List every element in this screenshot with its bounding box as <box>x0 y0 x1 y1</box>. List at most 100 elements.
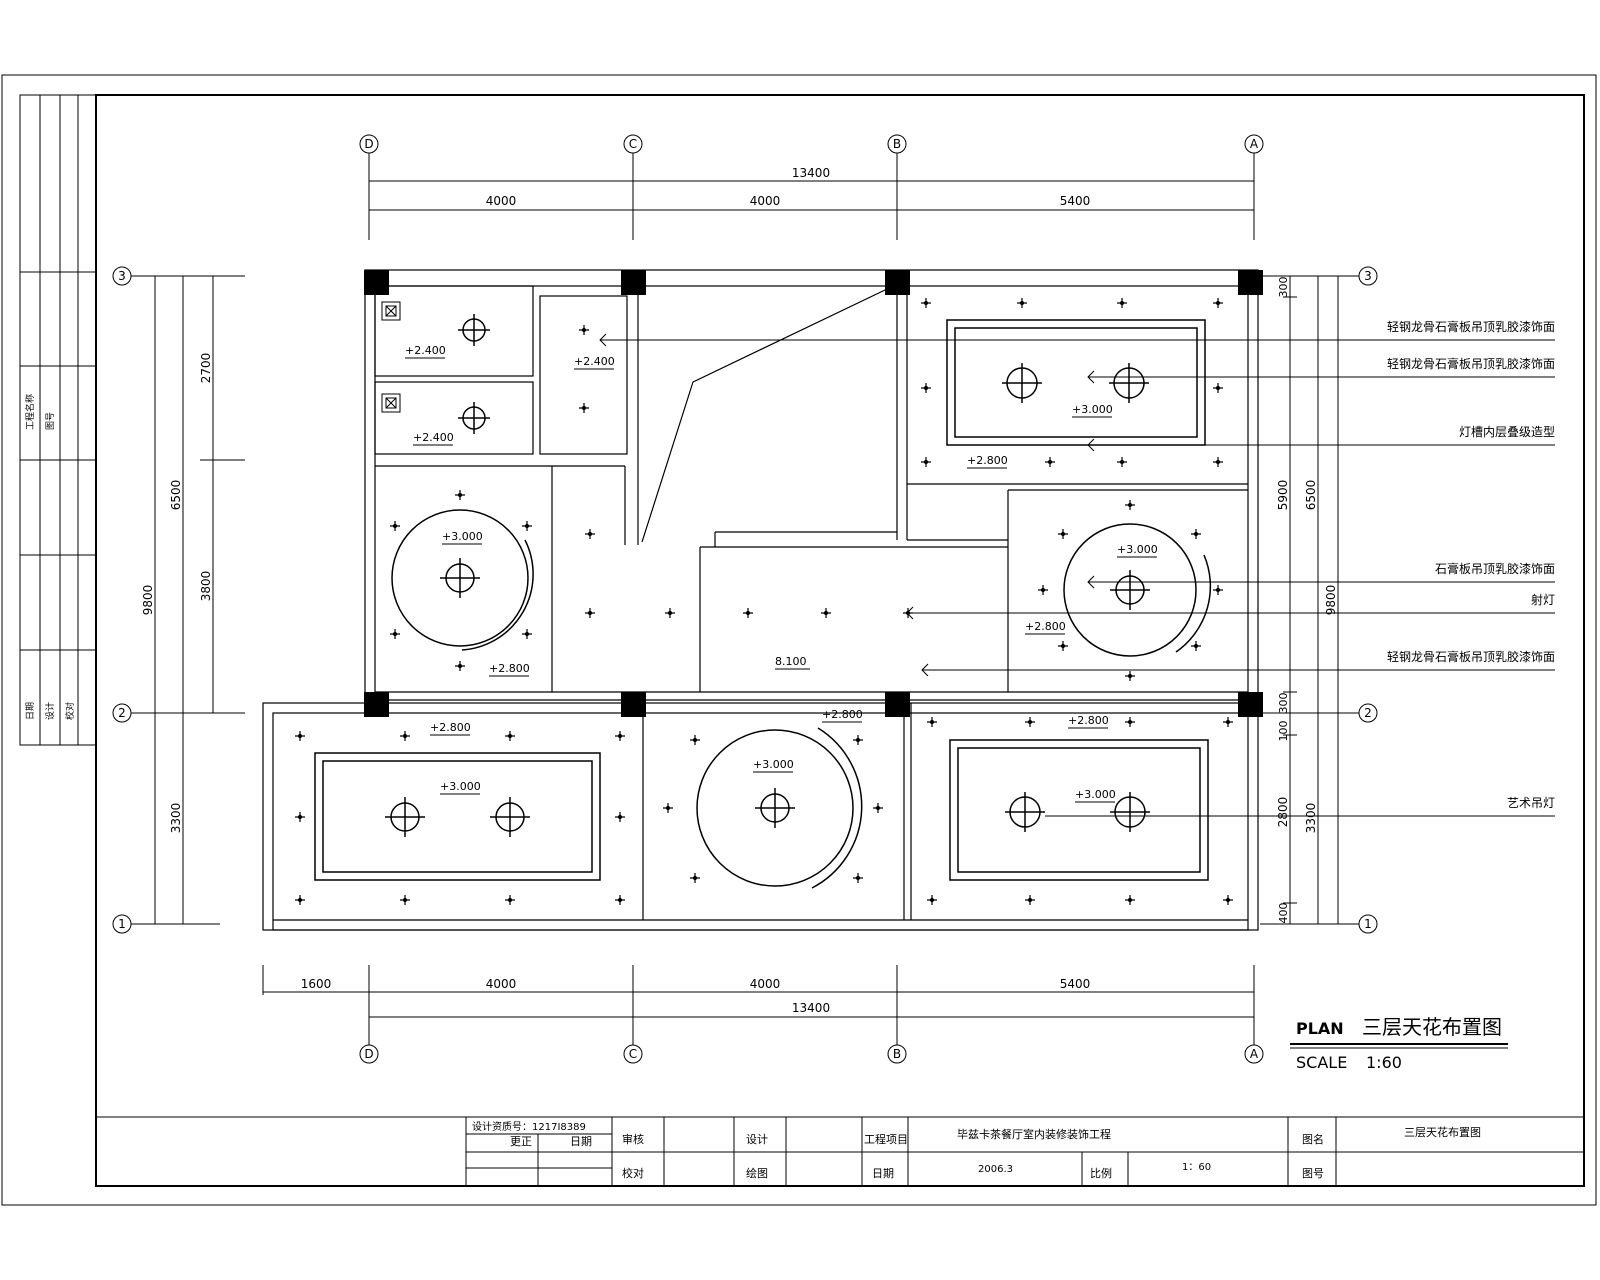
drawing-frame <box>95 94 1585 1187</box>
spotlight-dot <box>297 897 303 903</box>
footer-date-value: 2006.3 <box>978 1164 1013 1175</box>
axis-1-left: 1 <box>118 917 126 931</box>
pendant-lamp-icon <box>385 797 425 837</box>
dim-bottom-span: 5400 <box>1060 977 1091 991</box>
elevation-label: +2.800 <box>967 454 1008 467</box>
elevation-label: 8.100 <box>775 655 807 668</box>
spotlight-dot <box>1127 719 1133 725</box>
dim-right-mid: 3300 <box>1304 803 1318 834</box>
pendant-lamp-icon <box>755 788 795 828</box>
side-label: 日期 <box>25 702 36 720</box>
spotlight-dot <box>1040 587 1046 593</box>
side-label: 工程名称 <box>24 394 36 430</box>
spotlight-dot <box>1127 502 1133 508</box>
annotation-text: 灯槽内层叠级造型 <box>1459 425 1555 439</box>
spotlight-dot <box>692 737 698 743</box>
spotlight-dot <box>923 459 929 465</box>
elevation-label: +3.000 <box>442 530 483 543</box>
spotlight-dot <box>617 897 623 903</box>
spotlight-dot <box>667 610 673 616</box>
spotlight-dot <box>402 733 408 739</box>
spotlight-dot <box>507 733 513 739</box>
spotlight-dot <box>617 814 623 820</box>
axis-d-top: D <box>364 137 373 151</box>
dim-top-span: 4000 <box>486 194 517 208</box>
spotlight-dot <box>1225 719 1231 725</box>
annotation-text: 轻钢龙骨石膏板吊顶乳胶漆饰面 <box>1387 649 1555 664</box>
dim-left-upper: 2700 <box>199 353 213 384</box>
elevation-label: +2.800 <box>822 708 863 721</box>
dim-right-seg: 5900 <box>1276 480 1290 511</box>
spotlight-dot <box>823 610 829 616</box>
footer-project-name: 毕兹卡茶餐厅室内装修装饰工程 <box>957 1127 1111 1141</box>
spotlight-dot <box>1047 459 1053 465</box>
exhaust-fan-icons <box>381 301 401 413</box>
elevation-label: +2.800 <box>1068 714 1109 727</box>
spotlight-dot <box>1215 587 1221 593</box>
spotlight-dot <box>1060 643 1066 649</box>
left-dimension-lines <box>112 266 245 934</box>
plan-title: 三层天花布置图 <box>1362 1015 1502 1039</box>
dim-top-total: 13400 <box>792 166 830 180</box>
spotlight-dot <box>581 405 587 411</box>
axis-a-top: A <box>1250 137 1259 151</box>
annotation-leaders <box>599 333 1555 817</box>
dim-right-mid: 6500 <box>1304 480 1318 511</box>
spotlight-dot <box>402 897 408 903</box>
annotation-text: 射灯 <box>1531 592 1555 607</box>
dim-right-seg: 100 <box>1277 721 1290 742</box>
spotlight-dot <box>457 663 463 669</box>
elevation-label: +2.400 <box>405 344 446 357</box>
pendant-lamp-icon <box>458 402 490 434</box>
footer-date-label2: 日期 <box>872 1167 894 1180</box>
spotlight-dot <box>929 719 935 725</box>
footer-title-value: 三层天花布置图 <box>1404 1126 1481 1139</box>
footer-no-label: 图号 <box>1302 1167 1324 1180</box>
spotlight-dot <box>1215 300 1221 306</box>
side-table <box>19 94 97 746</box>
spotlight-dot <box>587 610 593 616</box>
elevation-label: +2.800 <box>430 721 471 734</box>
spotlight-dot <box>929 897 935 903</box>
spotlight-dot <box>581 327 587 333</box>
dim-bottom-span: 4000 <box>486 977 517 991</box>
spotlight-dot <box>524 523 530 529</box>
elevation-label: +2.800 <box>1025 620 1066 633</box>
footer-date-label: 日期 <box>570 1135 592 1148</box>
dim-right-seg: 300 <box>1277 277 1290 298</box>
elevation-label: +3.000 <box>753 758 794 771</box>
annotation-text: 石膏板吊顶乳胶漆饰面 <box>1435 561 1555 576</box>
elevation-label: +3.000 <box>1075 788 1116 801</box>
axis-1-right: 1 <box>1364 917 1372 931</box>
axis-2-right: 2 <box>1364 706 1372 720</box>
spotlight-dot <box>457 492 463 498</box>
axis-b-top: B <box>893 137 901 151</box>
dim-left-bottom: 3300 <box>169 803 183 834</box>
dim-top-span: 4000 <box>750 194 781 208</box>
structural-columns <box>364 270 1263 717</box>
spotlights <box>295 298 1233 905</box>
footer-scale-label: 比例 <box>1090 1166 1112 1180</box>
spotlight-dot <box>524 631 530 637</box>
footer-check: 校对 <box>622 1166 644 1180</box>
spotlight-dot <box>617 733 623 739</box>
footer-project-label: 工程项目 <box>864 1133 908 1146</box>
spotlight-dot <box>1127 673 1133 679</box>
elevation-label: +2.800 <box>489 662 530 675</box>
spotlight-dot <box>923 300 929 306</box>
dim-left-middle: 6500 <box>169 480 183 511</box>
pendant-lamp-icon <box>1110 792 1150 832</box>
footer-revision: 更正 <box>510 1135 532 1148</box>
elevation-label: +2.400 <box>574 355 615 368</box>
dim-right-seg: 300 <box>1277 693 1290 714</box>
dim-left-outer: 9800 <box>141 585 155 616</box>
ceiling-trays <box>314 319 1212 889</box>
footer-title-label: 图名 <box>1302 1132 1324 1146</box>
outer-frame <box>1 74 1597 1206</box>
spotlight-dot <box>1193 531 1199 537</box>
spotlight-dot <box>1215 459 1221 465</box>
axis-3-right: 3 <box>1364 269 1372 283</box>
spotlight-dot <box>692 875 698 881</box>
spotlight-dot <box>745 610 751 616</box>
axis-c-bottom: C <box>629 1047 637 1061</box>
